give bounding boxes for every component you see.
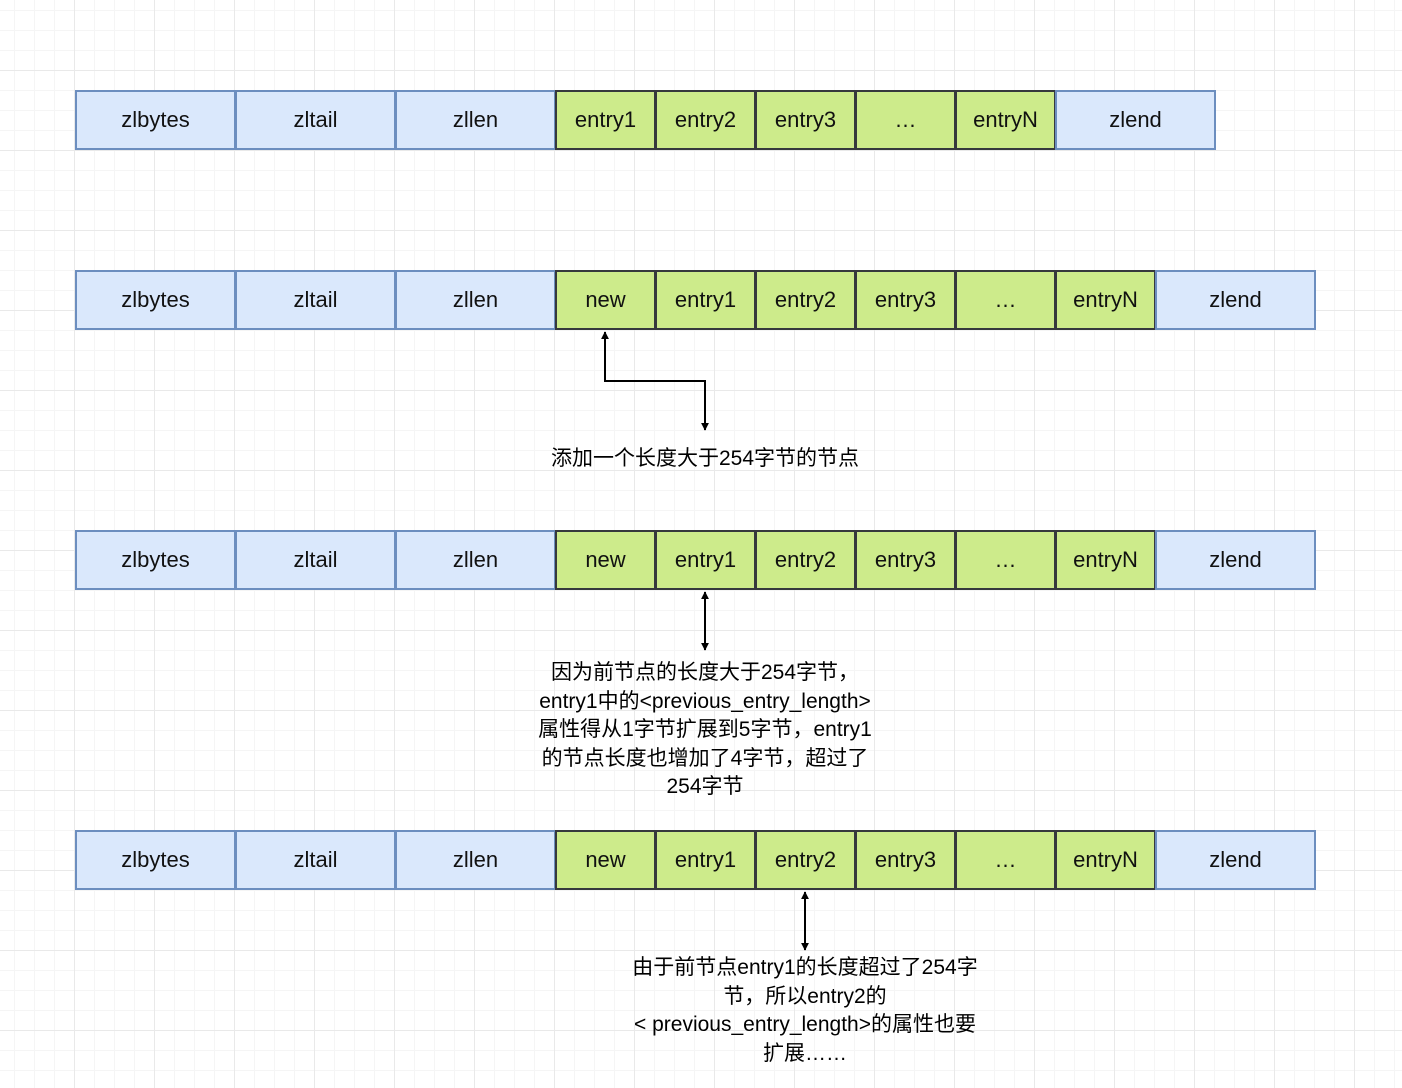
entry-entry2: entry2	[755, 270, 856, 330]
entry-ellipsis: …	[855, 90, 956, 150]
field-zltail: zltail	[235, 270, 396, 330]
entry-new: new	[555, 270, 656, 330]
insert-arrow	[601, 331, 709, 431]
field-zlbytes: zlbytes	[75, 830, 236, 890]
field-zlend: zlend	[1055, 90, 1216, 150]
note-add-large-node: 添加一个长度大于254字节的节点	[550, 447, 860, 470]
entry-entry2: entry2	[655, 90, 756, 150]
entry-entryn: entryN	[1055, 270, 1156, 330]
field-zltail: zltail	[235, 90, 396, 150]
field-zllen: zllen	[395, 830, 556, 890]
entry-entry1: entry1	[555, 90, 656, 150]
entry-entry1: entry1	[655, 830, 756, 890]
field-zlend: zlend	[1155, 830, 1316, 890]
entry-ellipsis: …	[955, 830, 1056, 890]
note-entry1-expansion: 因为前节点的长度大于254字节， entry1中的<previous_entry…	[538, 661, 872, 798]
entry-entryn: entryN	[1055, 830, 1156, 890]
entry-entry1: entry1	[655, 270, 756, 330]
note-entry2-expansion: 由于前节点entry1的长度超过了254字 节，所以entry2的 < prev…	[632, 956, 978, 1065]
field-zltail: zltail	[235, 530, 396, 590]
entry-entry3: entry3	[855, 530, 956, 590]
entry-entry3: entry3	[755, 90, 856, 150]
entry-entry3: entry3	[855, 270, 956, 330]
field-zlend: zlend	[1155, 530, 1316, 590]
entry-entry2: entry2	[755, 830, 856, 890]
field-zllen: zllen	[395, 270, 556, 330]
entry-new: new	[555, 530, 656, 590]
field-zllen: zllen	[395, 530, 556, 590]
field-zltail: zltail	[235, 830, 396, 890]
entry-entry2: entry2	[755, 530, 856, 590]
entry-entryn: entryN	[955, 90, 1056, 150]
field-zlend: zlend	[1155, 270, 1316, 330]
entry-entry1: entry1	[655, 530, 756, 590]
field-zlbytes: zlbytes	[75, 90, 236, 150]
field-zlbytes: zlbytes	[75, 530, 236, 590]
